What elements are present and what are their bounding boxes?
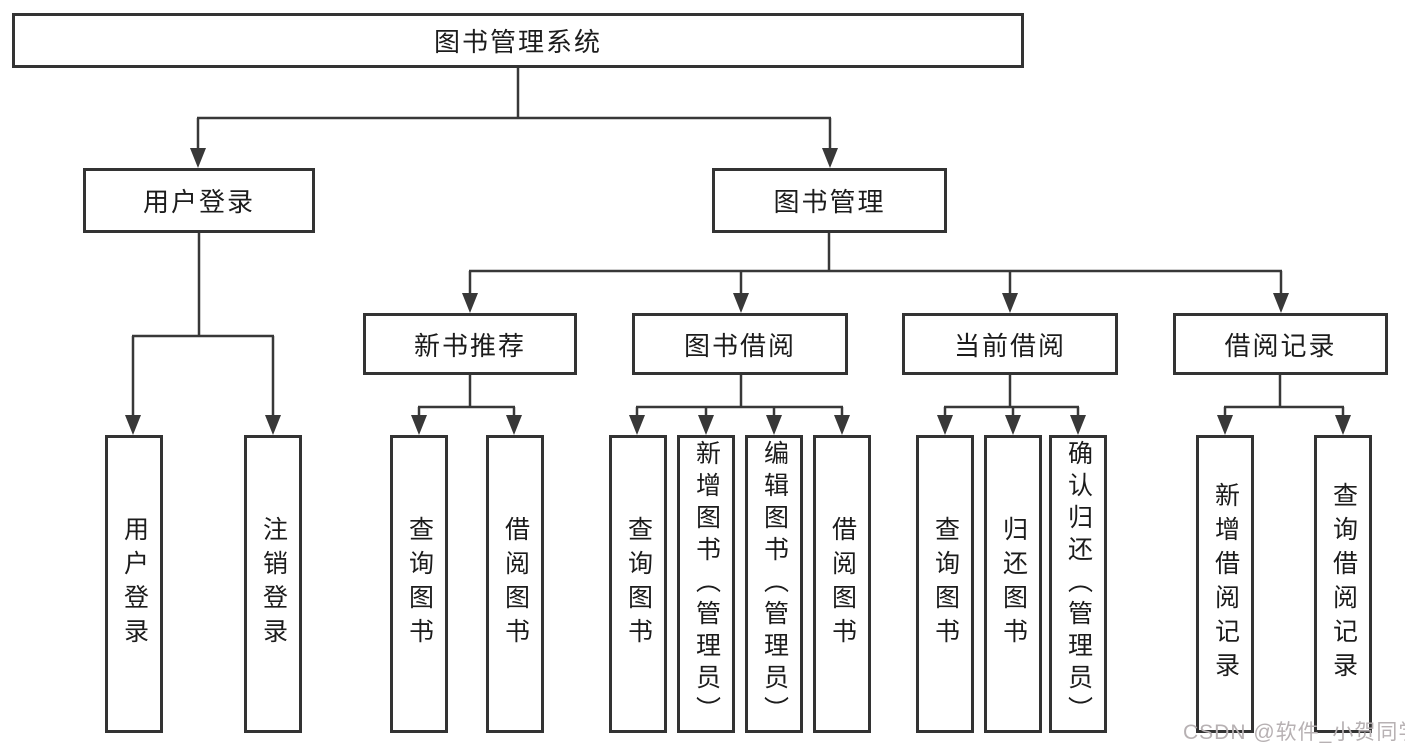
- leaf-label: 借阅图书: [501, 516, 530, 652]
- leaf-label: 新增借阅记录: [1211, 482, 1240, 686]
- node-borrow-record: 借阅记录: [1173, 313, 1388, 375]
- leaf-query-book-recommend: 查询图书: [390, 435, 448, 733]
- leaf-query-book-borrow: 查询图书: [609, 435, 667, 733]
- leaf-label: 查询借阅记录: [1329, 482, 1358, 686]
- leaf-label: 借阅图书: [828, 516, 857, 652]
- leaf-label: 查询图书: [931, 516, 960, 652]
- node-root-library-system: 图书管理系统: [12, 13, 1024, 68]
- leaf-label: 注销登录: [259, 516, 288, 652]
- leaf-borrow-book: 借阅图书: [813, 435, 871, 733]
- leaf-label: 新增图书（管理员）: [692, 440, 721, 728]
- leaf-borrow-book-recommend: 借阅图书: [486, 435, 544, 733]
- leaf-label: 编辑图书（管理员）: [760, 440, 789, 728]
- leaf-label: 用户登录: [120, 516, 149, 652]
- leaf-query-borrow-record: 查询借阅记录: [1314, 435, 1372, 733]
- node-book-borrow: 图书借阅: [632, 313, 848, 375]
- csdn-watermark: CSDN @软件_小贺同学: [1183, 721, 1405, 744]
- leaf-label: 查询图书: [405, 516, 434, 652]
- leaf-label: 归还图书: [999, 516, 1028, 652]
- node-book-management: 图书管理: [712, 168, 947, 233]
- leaf-confirm-return-admin: 确认归还（管理员）: [1049, 435, 1107, 733]
- leaf-label: 查询图书: [624, 516, 653, 652]
- node-current-borrow: 当前借阅: [902, 313, 1118, 375]
- leaf-add-borrow-record: 新增借阅记录: [1196, 435, 1254, 733]
- leaf-add-book-admin: 新增图书（管理员）: [677, 435, 735, 733]
- leaf-edit-book-admin: 编辑图书（管理员）: [745, 435, 803, 733]
- leaf-logout: 注销登录: [244, 435, 302, 733]
- leaf-query-book-current: 查询图书: [916, 435, 974, 733]
- leaf-label: 确认归还（管理员）: [1064, 440, 1093, 728]
- leaf-return-book: 归还图书: [984, 435, 1042, 733]
- node-new-book-recommend: 新书推荐: [363, 313, 577, 375]
- node-user-login: 用户登录: [83, 168, 315, 233]
- leaf-user-login: 用户登录: [105, 435, 163, 733]
